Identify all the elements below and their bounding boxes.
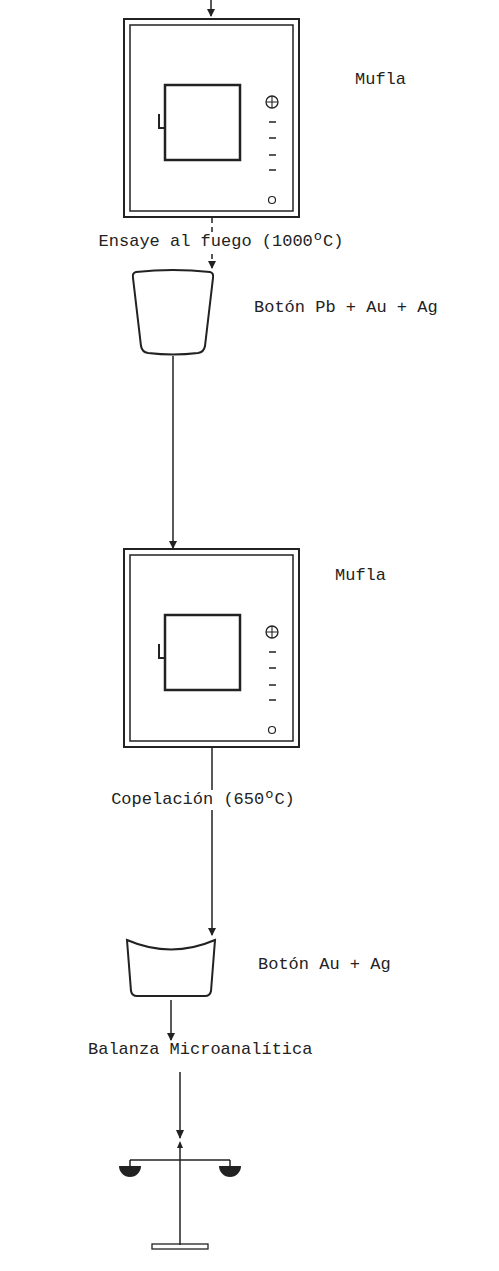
node-label: Botón Au + Ag bbox=[258, 955, 391, 975]
balance-drawing bbox=[30, 1040, 330, 1255]
node-label: Mufla bbox=[355, 70, 406, 90]
flow-arrow bbox=[170, 1000, 172, 1040]
crucible: Botón Pb + Au + Ag bbox=[130, 268, 216, 356]
furnace-drawing bbox=[123, 548, 300, 748]
crucible-drawing bbox=[130, 268, 216, 356]
flow-arrow bbox=[211, 748, 213, 935]
cupel: Botón Au + Ag bbox=[125, 935, 217, 1000]
cupel-drawing bbox=[125, 935, 217, 1000]
step-label: Copelación (650ºC) bbox=[108, 790, 298, 810]
balance: Balanza Microanalítica bbox=[30, 1040, 330, 1255]
node-label: Mufla bbox=[335, 566, 386, 586]
node-label: Botón Pb + Au + Ag bbox=[254, 298, 438, 318]
edge-label-holder: Copelación (650ºC) bbox=[108, 790, 298, 810]
edge-label-holder: Ensaye al fuego (1000ºC) bbox=[96, 232, 347, 252]
input-arrow bbox=[210, 0, 212, 16]
step-label: Ensaye al fuego (1000ºC) bbox=[96, 232, 347, 252]
furnace-drawing bbox=[123, 18, 300, 218]
furnace-box: Mufla bbox=[123, 18, 300, 218]
node-label: Balanza Microanalítica bbox=[88, 1040, 312, 1060]
flow-arrow bbox=[172, 356, 174, 548]
furnace-box: Mufla bbox=[123, 548, 300, 748]
